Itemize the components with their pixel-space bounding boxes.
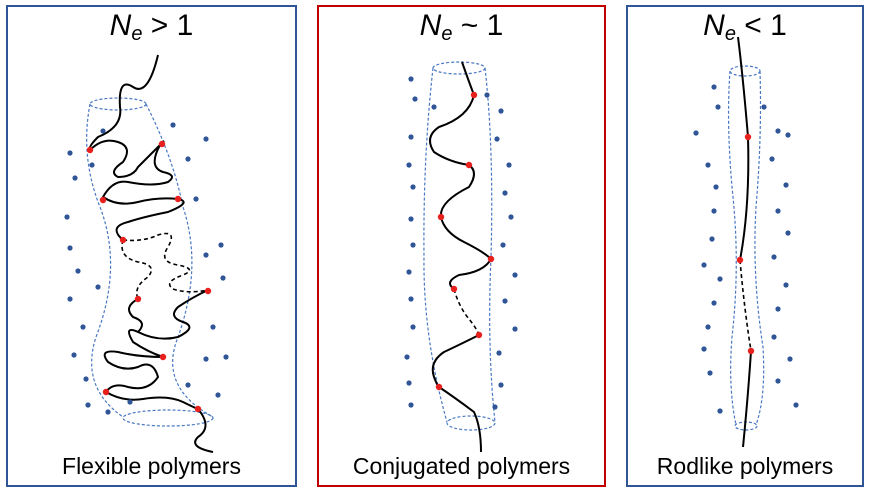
flexible-polymers-panel: Ne > 1 [6,5,297,487]
heading-relation: < 1 [735,9,787,42]
obstacle-dots [693,84,799,414]
panel-heading: Ne < 1 [628,9,862,51]
confining-tube [86,97,214,427]
heading-relation: > 1 [142,9,194,42]
polymer-chain [737,36,752,448]
polymer-chain [429,61,493,453]
panel-caption: Rodlike polymers [656,453,834,479]
panel-heading: Ne > 1 [8,9,295,51]
entanglement-points [736,133,755,355]
polymer-chain-obscured [121,232,209,300]
entanglement-points [86,140,212,413]
flexible-polymer-diagram [64,54,229,453]
panel-caption: Flexible polymers [62,453,241,479]
rodlike-polymers-panel: Ne < 1 Rodlike p [626,5,864,487]
conjugated-polymer-diagram [404,61,518,453]
obstacle-dots [64,122,229,415]
polymer-chain-obscured [453,288,480,336]
panel-caption: Conjugated polymers [352,453,571,479]
obstacle-dots [404,76,518,410]
confining-tube [423,61,496,431]
entanglement-points [435,91,495,391]
heading-relation: ~ 1 [452,9,504,42]
heading-subscript: e [131,23,143,45]
panel-heading: Ne ~ 1 [319,9,604,51]
rodlike-polymer-diagram [693,36,799,448]
heading-symbol: N [703,9,725,42]
heading-subscript: e [441,23,453,45]
heading-subscript: e [724,23,736,45]
polymer-chain-obscured [739,259,752,352]
heading-symbol: N [419,9,442,42]
heading-symbol: N [109,9,132,42]
conjugated-polymers-panel: Ne ~ 1 [317,5,606,487]
